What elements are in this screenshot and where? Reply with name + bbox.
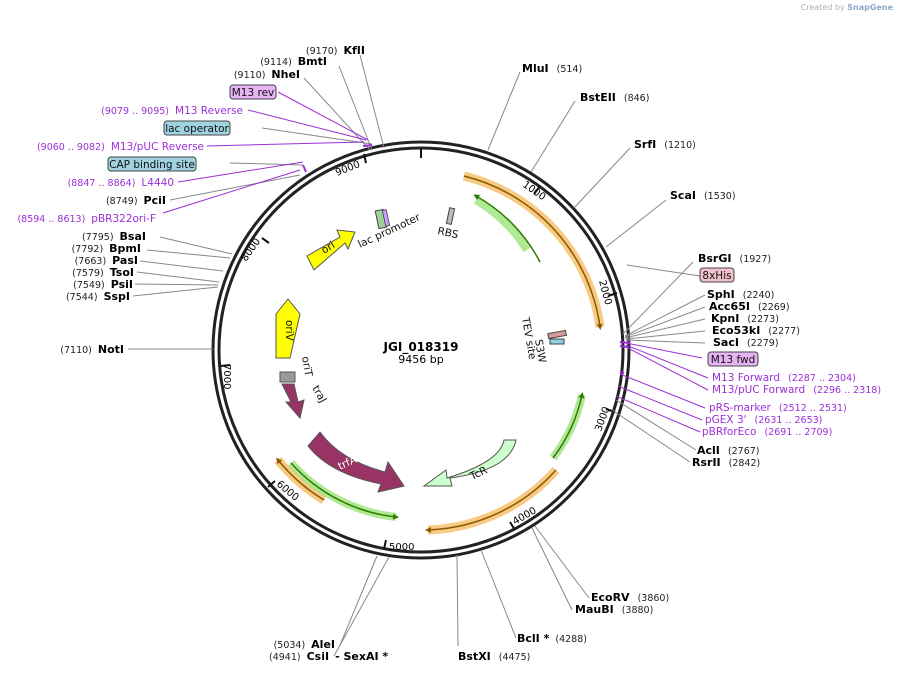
primer-pbr322ori-f: (8594 .. 8613)pBR322ori-F — [17, 213, 156, 225]
site-csii: (4941)CsiI- SexAI * — [269, 650, 388, 663]
s3w-mark — [549, 338, 565, 345]
primer-m13-puc-forward: M13/pUC Forward(2296 .. 2318) — [712, 384, 881, 396]
primer-labels: (9079 .. 9095)M13 Reverse (9060 .. 9082)… — [17, 105, 881, 438]
tick-5000 — [383, 539, 387, 550]
oriT-box — [279, 371, 296, 383]
site-saci: SacI(2279) — [713, 336, 779, 349]
cds-arc-right — [549, 394, 586, 461]
plasmid-name: JGI_018319 — [383, 340, 459, 355]
site-kfii: (9170)KfII — [306, 44, 365, 57]
box-cap-binding-site — [107, 156, 197, 172]
tick-label-7000: 7000 — [221, 364, 232, 389]
tick-4000 — [509, 521, 516, 531]
site-srfi: SrfI(1210) — [634, 138, 696, 151]
primer-m13-reverse: (9079 .. 9095)M13 Reverse — [101, 105, 243, 117]
tick-label-9000: 9000 — [334, 159, 362, 179]
box-m13-rev — [229, 84, 277, 100]
primer-m13-forward: M13 Forward(2287 .. 2304) — [712, 372, 856, 384]
box-8xhis-text: 8xHis — [702, 270, 731, 282]
plasmid-size: 9456 bp — [398, 353, 443, 366]
site-tsoi: (7579)TsoI — [72, 266, 134, 279]
tick-labels: 1000 2000 3000 4000 5000 6000 7000 8000 … — [221, 159, 613, 553]
primer-l4440: (8847 .. 8864)L4440 — [68, 177, 174, 189]
primer-pbrforeco: pBRforEco(2691 .. 2709) — [702, 426, 832, 438]
s3w-label: S3W — [532, 338, 548, 364]
feature-arc-top-right-line — [463, 175, 603, 330]
site-ecorv: EcoRV(3860) — [591, 591, 669, 604]
primer-m13-puc-reverse: (9060 .. 9082)M13/pUC Reverse — [37, 141, 204, 153]
site-acc65i: Acc65I(2269) — [709, 300, 790, 313]
site-mlui: MluI(514) — [522, 62, 582, 75]
rbs-mark — [445, 207, 456, 226]
backbone-outer — [211, 140, 631, 560]
site-maubi: MauBI(3880) — [575, 603, 653, 616]
tick-6000 — [267, 480, 276, 488]
traJ-label: traJ — [309, 384, 328, 406]
site-bsai: (7795)BsaI — [82, 230, 146, 243]
site-eco53ki: Eco53kI(2277) — [712, 324, 800, 337]
site-scai: ScaI(1530) — [670, 189, 736, 202]
trfA-arrow — [307, 431, 405, 493]
box-8xhis — [699, 267, 735, 283]
site-noti: (7110)NotI — [60, 343, 124, 356]
lac-promoter-label: lac promoter — [356, 211, 423, 251]
enzyme-labels: (9170)KfII (9114)BmtI (9110)NheI (8749)P… — [60, 44, 800, 663]
rbs-label: RBS — [436, 225, 459, 241]
site-psii: (7549)PsiI — [73, 278, 133, 291]
scale-ticks — [220, 148, 618, 550]
box-lac-operator — [163, 120, 231, 136]
cds-arc-top-right-line — [473, 194, 541, 263]
snapgene-credit: Created by SnapGene — [801, 3, 893, 12]
oriV-label: oriV — [283, 320, 295, 342]
tick-label-5000: 5000 — [389, 542, 414, 553]
cds-arc-top-right — [473, 196, 531, 253]
box-lac-operator-text: lac operator — [165, 123, 229, 135]
tick-2000 — [607, 292, 618, 297]
site-pcii: (8749)PciI — [106, 194, 166, 207]
site-bpmi: (7792)BpmI — [72, 242, 141, 255]
oriV-arrow — [275, 298, 301, 359]
ori-arrow — [306, 229, 356, 271]
tick-1000 — [533, 185, 541, 195]
site-rsrii: RsrII(2842) — [692, 456, 760, 469]
tev-site-mark — [547, 329, 567, 340]
box-m13-rev-text: M13 rev — [232, 87, 275, 99]
traJ-arrow — [281, 383, 305, 420]
site-sspi: (7544)SspI — [66, 290, 130, 303]
site-alei: (5034)AleI — [274, 638, 335, 651]
primer-leader-lines — [162, 91, 709, 433]
primer-pgex-3: pGEX 3'(2631 .. 2653) — [705, 414, 822, 426]
site-bstxi: BstXI(4475) — [458, 650, 530, 663]
box-m13-fwd-text: M13 fwd — [711, 354, 756, 366]
site-bcli: BclI *(4288) — [517, 632, 587, 645]
tick-8000 — [261, 237, 270, 244]
lac-promoter-mark-2 — [381, 209, 391, 227]
site-leader-lines — [128, 54, 706, 657]
tick-9000 — [363, 153, 367, 164]
site-sphi: SphI(2240) — [707, 288, 774, 301]
credit-prefix: Created by — [800, 3, 845, 12]
tick-7000 — [220, 364, 231, 367]
cds-arc-bottom-left-line — [290, 462, 399, 520]
primer-marks — [302, 144, 631, 374]
feature-arc-bottom-right-line — [425, 469, 557, 533]
feature-arc-top-right — [462, 171, 605, 328]
site-acli: AclI(2767) — [697, 444, 760, 457]
box-cap-binding-site-text: CAP binding site — [109, 159, 195, 171]
feature-arc-bottom-left-line — [276, 457, 325, 501]
primer-prs-marker: pRS-marker(2512 .. 2531) — [709, 402, 847, 414]
oriT-label: oriT — [299, 355, 314, 377]
site-bmti: (9114)BmtI — [260, 55, 327, 68]
cds-arc-right-line — [552, 392, 585, 459]
box-m13-fwd — [707, 351, 759, 367]
site-bsrgi: BsrGI(1927) — [698, 252, 771, 265]
TcR-arrow — [422, 439, 517, 487]
site-pasi: (7663)PasI — [75, 254, 138, 267]
site-kpni: KpnI(2273) — [711, 312, 779, 325]
snapgene-logo: SnapGene — [847, 3, 893, 12]
site-bsteii: BstEII(846) — [580, 91, 649, 104]
boxed-labels: M13 rev lac operator CAP binding site 8x… — [107, 84, 759, 367]
site-nhei: (9110)NheI — [234, 68, 300, 81]
